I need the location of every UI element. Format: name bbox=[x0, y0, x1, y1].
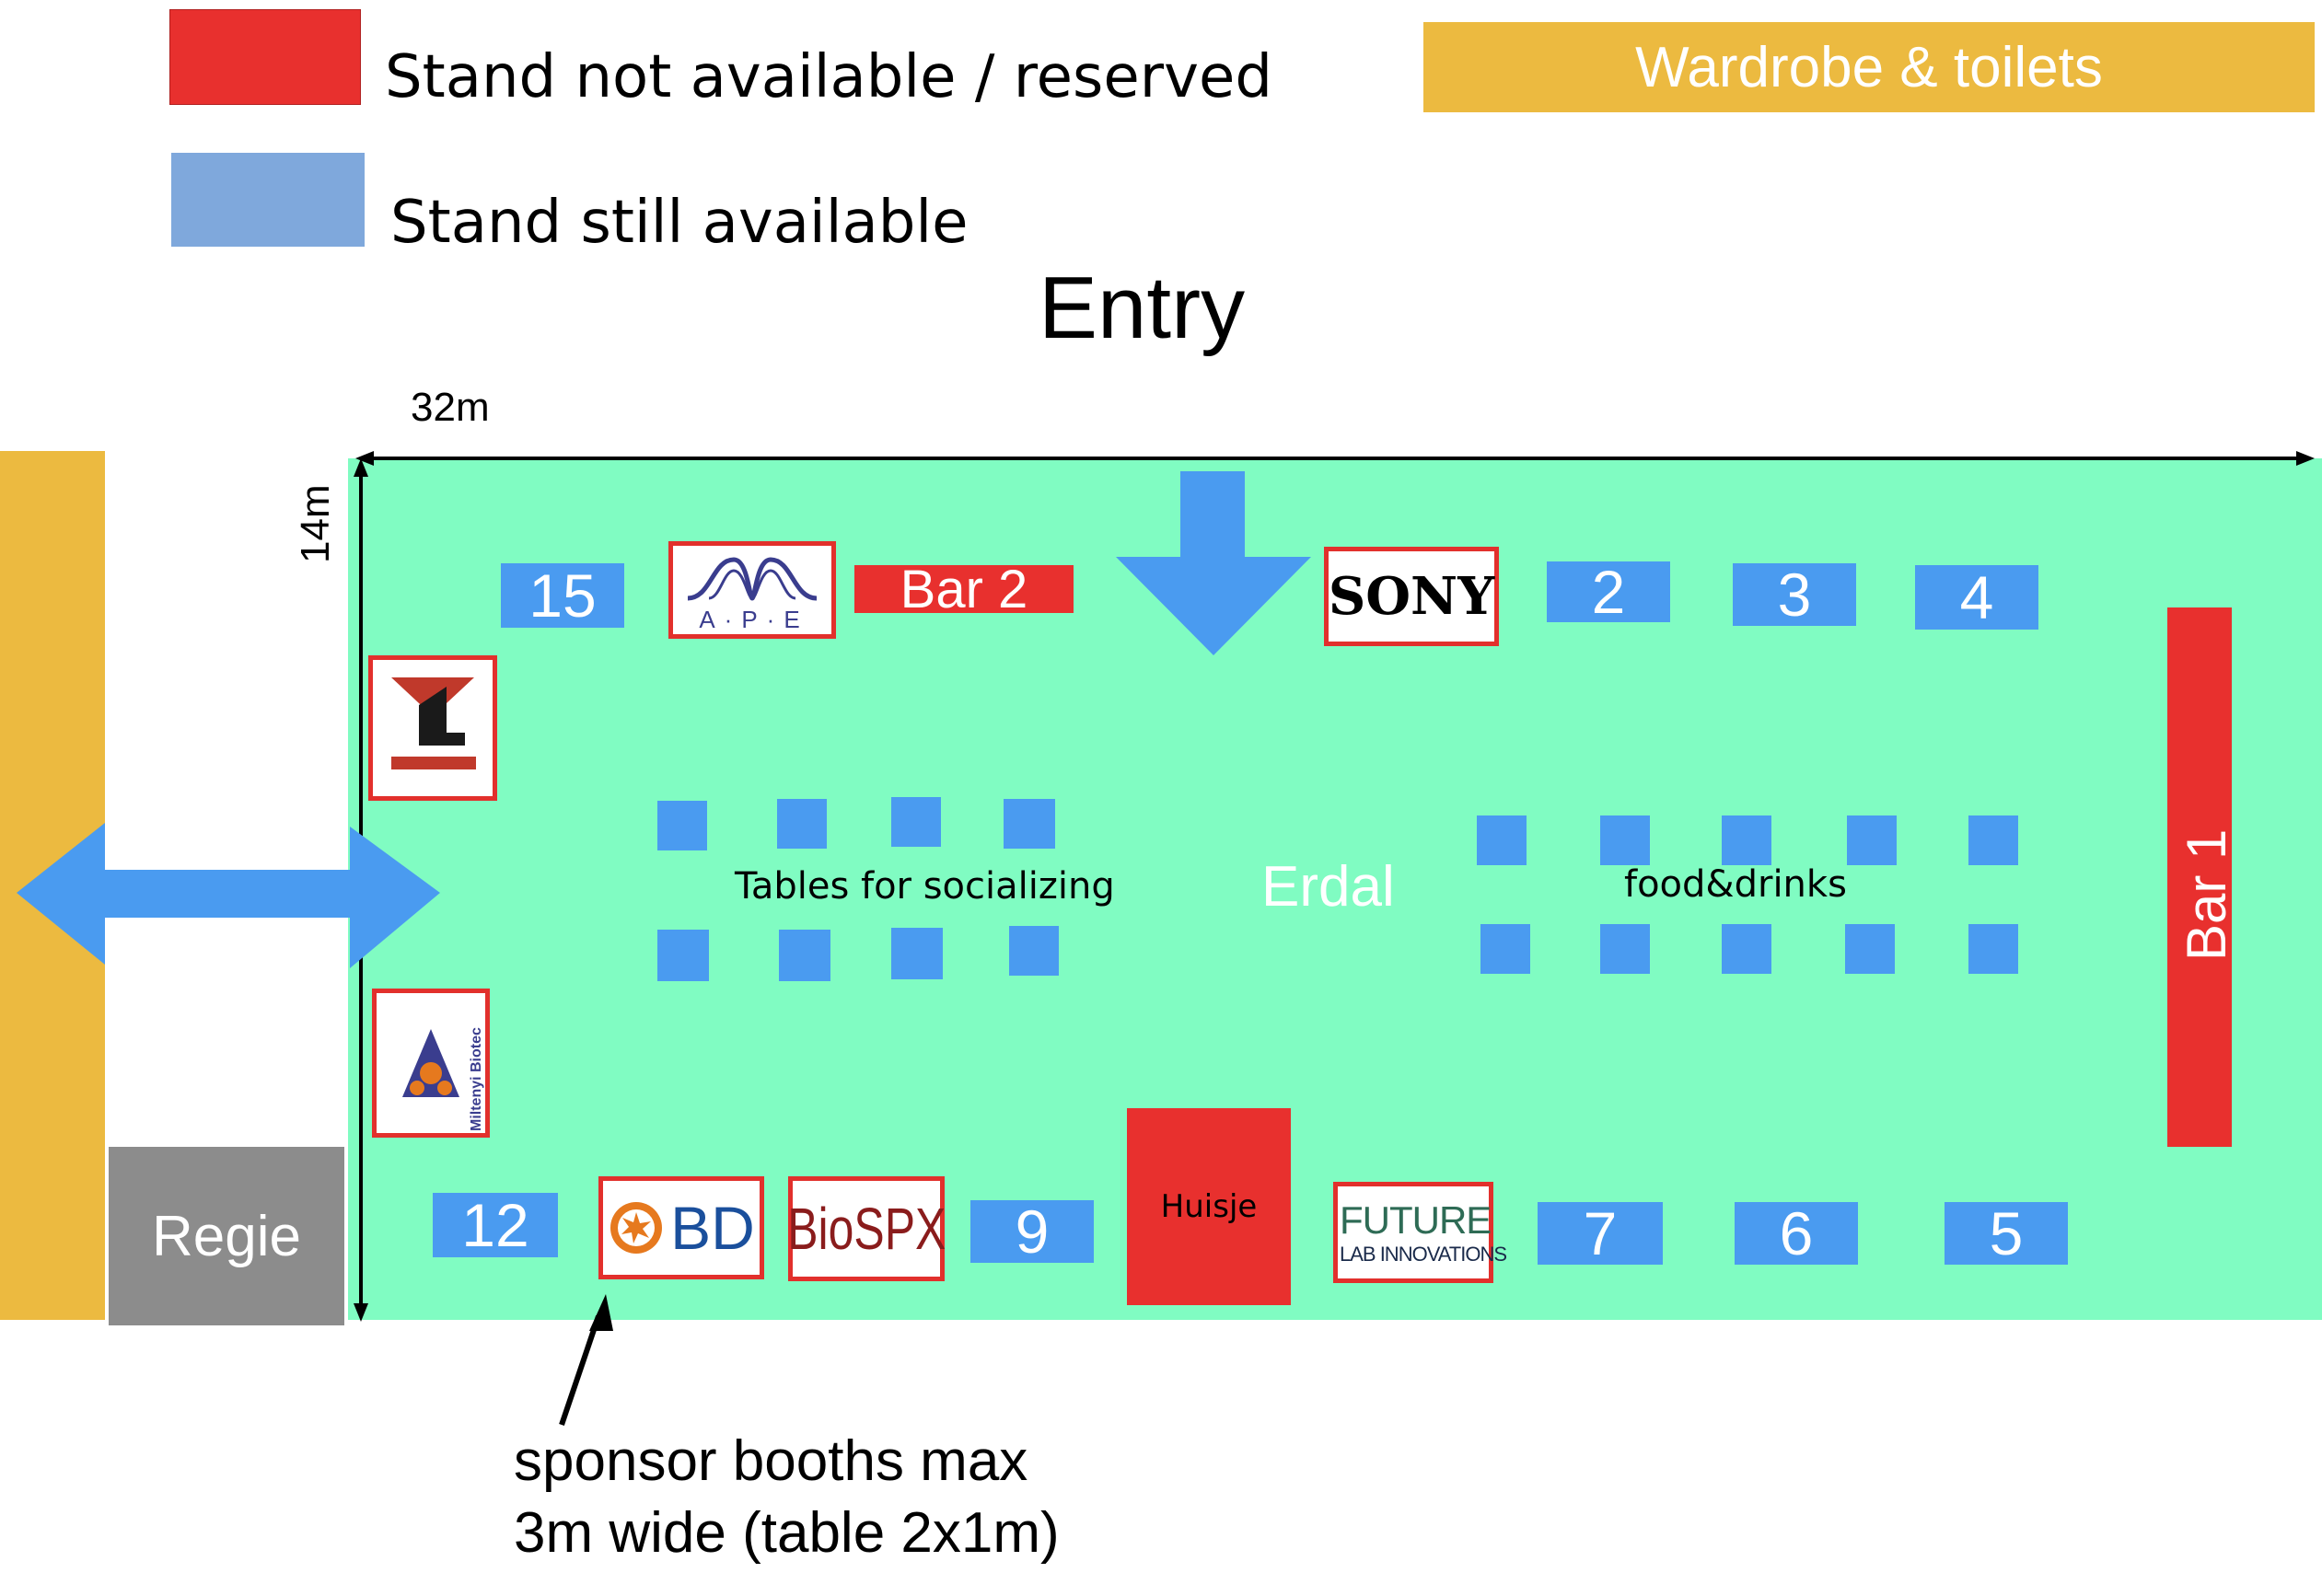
wardrobe-toilets-banner: Wardrobe & toilets bbox=[1423, 22, 2315, 112]
tables-label: Tables for socializing bbox=[735, 865, 1115, 908]
stand-7[interactable]: 7 bbox=[1538, 1199, 1663, 1267]
table-square bbox=[1477, 815, 1527, 865]
table-square bbox=[657, 801, 707, 850]
wardrobe-toilets-label: Wardrobe & toilets bbox=[1635, 35, 2103, 99]
regie-label: Regie bbox=[152, 1204, 301, 1268]
regie-box: Regie bbox=[109, 1147, 344, 1325]
sponsor-bd[interactable]: BD bbox=[598, 1176, 764, 1279]
biospx-text: BioSPX bbox=[786, 1196, 946, 1262]
table-square bbox=[777, 799, 827, 849]
stand-12[interactable]: 12 bbox=[433, 1191, 558, 1259]
food-drinks-label: food&drinks bbox=[1624, 863, 1847, 906]
table-square bbox=[657, 930, 709, 981]
ape-text: A·P·E bbox=[699, 606, 809, 633]
bar-2: Bar 2 bbox=[854, 560, 1074, 619]
sponsor-sony[interactable]: SONY bbox=[1324, 547, 1499, 646]
stand-2[interactable]: 2 bbox=[1547, 558, 1670, 626]
table-square bbox=[1480, 924, 1530, 974]
table-square bbox=[1722, 815, 1771, 865]
table-square bbox=[891, 928, 943, 979]
table-square bbox=[779, 930, 830, 981]
ape-logo-icon bbox=[687, 557, 818, 601]
miltenyi-logo-icon bbox=[402, 1029, 459, 1097]
table-square bbox=[891, 797, 941, 847]
legend-available-swatch bbox=[171, 153, 365, 247]
stand-9[interactable]: 9 bbox=[970, 1197, 1094, 1266]
stand-6[interactable]: 6 bbox=[1735, 1199, 1858, 1267]
table-square bbox=[1600, 815, 1650, 865]
sponsor-ape[interactable]: A·P·E bbox=[668, 541, 836, 639]
bd-logo-icon bbox=[610, 1202, 663, 1254]
sponsor-miltenyi[interactable]: Miltenyi Biotec bbox=[372, 989, 490, 1138]
sponsor-note-line1: sponsor booths max bbox=[514, 1429, 1028, 1493]
sponsor-future[interactable]: FUTURE LAB INNOVATIONS bbox=[1333, 1182, 1507, 1283]
sponsor-biospx[interactable]: BioSPX bbox=[786, 1176, 946, 1281]
table-square bbox=[1847, 815, 1897, 865]
table-square bbox=[1968, 815, 2018, 865]
table-square bbox=[1009, 926, 1059, 976]
huisje-box: Huisje bbox=[1127, 1108, 1291, 1305]
sony-logo: SONY bbox=[1328, 566, 1495, 627]
stand-5[interactable]: 5 bbox=[1945, 1199, 2068, 1267]
table-square bbox=[1722, 924, 1771, 974]
sponsor-left-top[interactable] bbox=[368, 655, 497, 801]
legend-reserved-label: Stand not available / reserved bbox=[385, 43, 1272, 111]
legend-available-label: Stand still available bbox=[390, 189, 969, 257]
entry-label: Entry bbox=[1039, 259, 1246, 357]
bar-1-label: Bar 1 bbox=[2176, 828, 2237, 961]
hall-name-label: Erdal bbox=[1261, 855, 1395, 919]
sponsor-note-line2: 3m wide (table 2x1m) bbox=[514, 1501, 1060, 1565]
height-label: 14m bbox=[293, 484, 338, 563]
miltenyi-text: Miltenyi Biotec bbox=[469, 1027, 484, 1131]
table-square bbox=[1845, 924, 1895, 974]
table-square bbox=[1004, 799, 1055, 849]
sponsor-left-top-logo-icon bbox=[391, 677, 476, 769]
bar-2-label: Bar 2 bbox=[900, 559, 1028, 619]
stand-3[interactable]: 3 bbox=[1733, 561, 1856, 629]
future-text: FUTURE bbox=[1340, 1198, 1492, 1242]
wardrobe-corridor bbox=[0, 451, 105, 1320]
legend-reserved-swatch bbox=[169, 9, 361, 105]
stand-4[interactable]: 4 bbox=[1915, 563, 2038, 631]
bar-1: Bar 1 bbox=[2167, 607, 2237, 1147]
stand-15[interactable]: 15 bbox=[501, 561, 624, 630]
bd-text: BD bbox=[670, 1194, 755, 1262]
width-label: 32m bbox=[411, 385, 490, 430]
table-square bbox=[1600, 924, 1650, 974]
huisje-label: Huisje bbox=[1160, 1188, 1258, 1225]
table-square bbox=[1968, 924, 2018, 974]
future-sub-text: LAB INNOVATIONS bbox=[1340, 1243, 1507, 1266]
